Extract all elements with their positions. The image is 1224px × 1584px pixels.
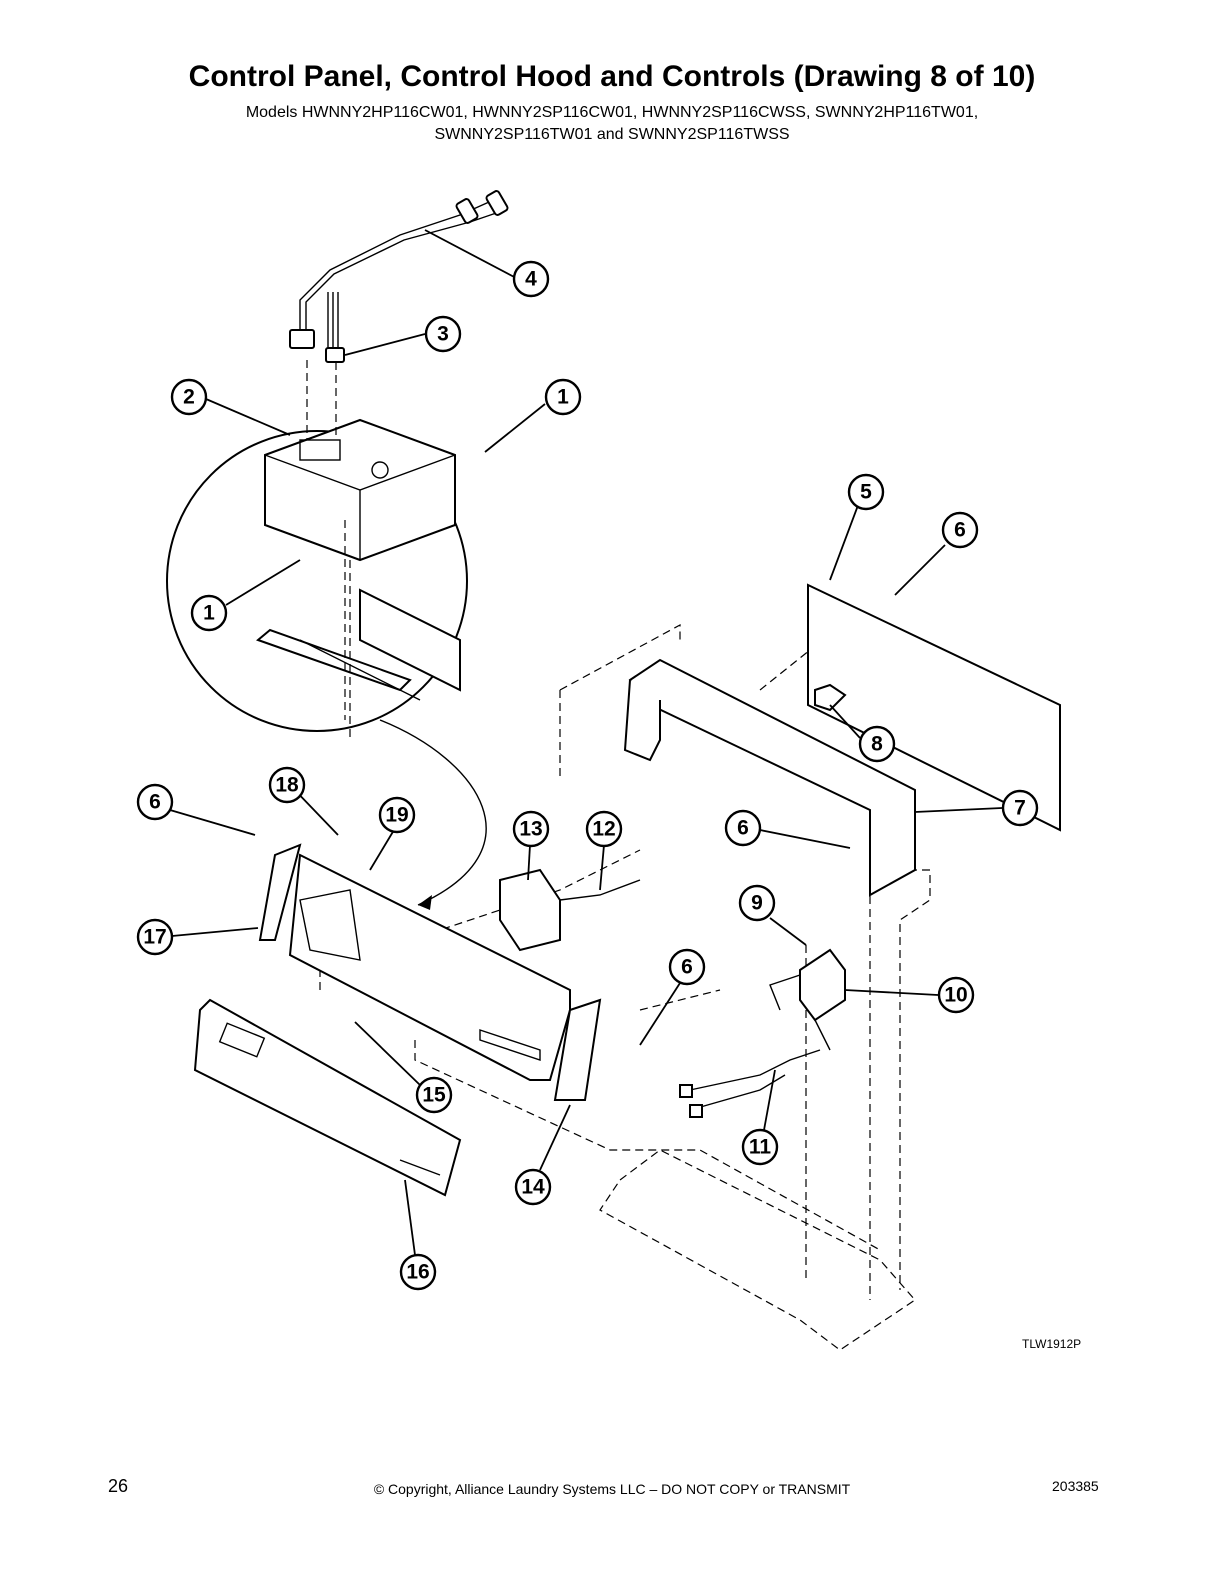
- callout-9: 9: [738, 884, 776, 922]
- control-board-part: [264, 418, 456, 562]
- callout-4: 4: [512, 260, 550, 298]
- page-title: Control Panel, Control Hood and Controls…: [188, 60, 1036, 93]
- console-part: [288, 853, 571, 1081]
- callout-16: 16: [399, 1253, 437, 1291]
- bracket-8-part: [814, 683, 847, 712]
- callout-6: 6: [941, 511, 979, 549]
- callout-number: 4: [525, 268, 537, 291]
- callout-number: 1: [557, 386, 569, 409]
- module-13-part: [499, 868, 561, 952]
- callout-number: 10: [944, 984, 967, 1007]
- leader-lines: [169, 229, 1003, 1256]
- callout-number: 5: [860, 481, 872, 504]
- callout-8: 8: [858, 725, 896, 763]
- callout-13: 13: [512, 810, 550, 848]
- callout-11: 11: [741, 1128, 779, 1166]
- page-number: 26: [108, 1476, 129, 1496]
- callout-18: 18: [268, 766, 306, 804]
- callout-6: 6: [136, 783, 174, 821]
- end-cap-part: [258, 843, 602, 1101]
- callout-number: 13: [519, 818, 542, 841]
- callout-number: 2: [183, 386, 195, 409]
- callout-number: 17: [143, 926, 166, 949]
- models-line-1: Models HWNNY2HP116CW01, HWNNY2SP116CW01,…: [245, 104, 979, 121]
- callout-number: 1: [203, 602, 215, 625]
- callout-6: 6: [724, 809, 762, 847]
- callout-2: 2: [170, 378, 208, 416]
- callout-number: 6: [681, 956, 693, 979]
- models-line-2: SWNNY2SP116TW01 and SWNNY2SP116TWSS: [434, 126, 790, 143]
- callout-1: 1: [544, 378, 582, 416]
- wire-harness-part: [289, 190, 509, 349]
- callout-number: 6: [737, 817, 749, 840]
- callout-number: 11: [749, 1136, 772, 1159]
- callout-5: 5: [847, 473, 885, 511]
- callout-14: 14: [514, 1168, 552, 1206]
- callout-number: 14: [521, 1176, 545, 1199]
- control-hood-part: [623, 583, 1061, 897]
- harness-11-part: [679, 1049, 821, 1118]
- detail-magnifier-circle: [166, 430, 468, 732]
- overlay-part: [193, 998, 462, 1197]
- drawing-id: TLW1912P: [1022, 1337, 1082, 1351]
- callout-12: 12: [585, 810, 623, 848]
- callout-number: 7: [1014, 797, 1026, 820]
- callout-7: 7: [1001, 789, 1039, 827]
- callout-number: 18: [275, 774, 299, 797]
- callout-number: 6: [149, 791, 161, 814]
- callout-number: 16: [406, 1261, 429, 1284]
- callout-10: 10: [937, 976, 975, 1014]
- harness-connector-part: [325, 292, 345, 363]
- callout-number: 9: [751, 892, 763, 915]
- callout-number: 19: [385, 804, 408, 827]
- callout-number: 15: [422, 1084, 446, 1107]
- copyright-notice: © Copyright, Alliance Laundry Systems LL…: [373, 1481, 851, 1497]
- callout-number: 8: [871, 733, 883, 756]
- callout-1: 1: [190, 594, 228, 632]
- callout-3: 3: [424, 315, 462, 353]
- document-number: 203385: [1052, 1478, 1099, 1494]
- callout-number: 12: [592, 818, 615, 841]
- callout-number: 6: [954, 519, 966, 542]
- transformer-part: [769, 948, 846, 1051]
- callout-number: 3: [437, 323, 449, 346]
- base-frame-outline: [599, 1149, 916, 1351]
- callout-15: 15: [415, 1076, 453, 1114]
- callout-19: 19: [378, 796, 416, 834]
- callout-6: 6: [668, 948, 706, 986]
- board-bracket-part: [256, 588, 461, 701]
- callout-17: 17: [136, 918, 174, 956]
- harness-12-part: [559, 879, 641, 901]
